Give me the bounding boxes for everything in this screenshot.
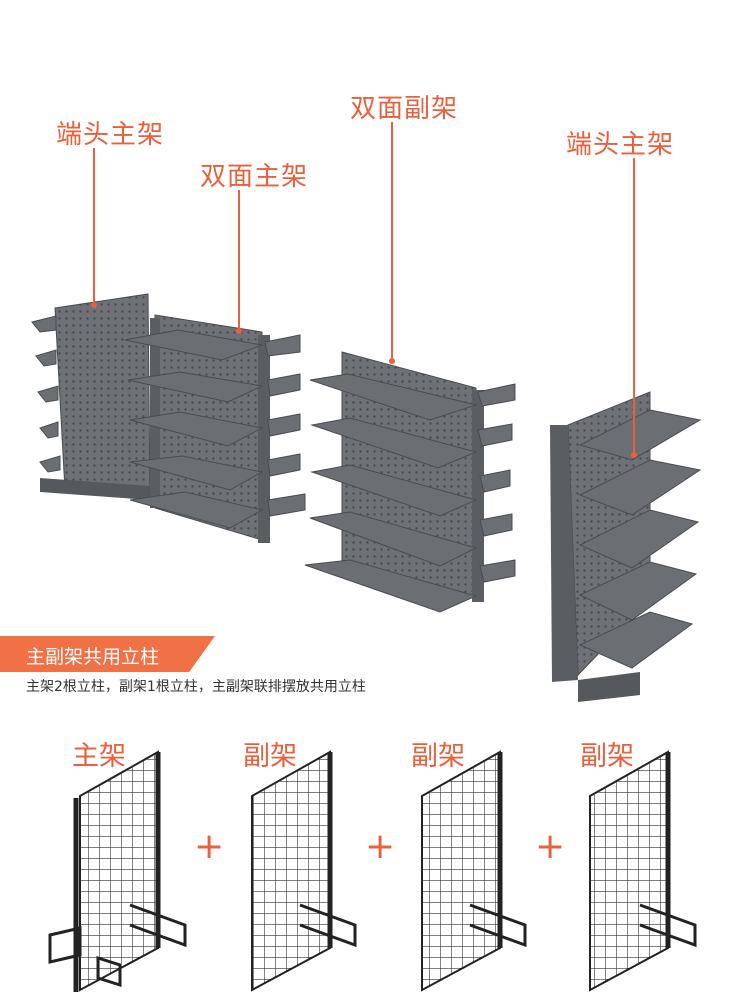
callout-end-main-right: 端头主架: [566, 130, 675, 160]
plus-sign-3: +: [535, 826, 566, 867]
label-sub-rack-3: 副架: [580, 741, 634, 772]
leader-double-main: [238, 190, 240, 332]
callout-double-main: 双面主架: [200, 162, 309, 192]
plus-sign-2: +: [365, 826, 396, 867]
label-sub-rack-2: 副架: [411, 741, 465, 772]
leader-dot-double-sub: [389, 358, 395, 364]
sub-rack-grid-2: [421, 750, 527, 992]
leader-dot-end-main-right: [631, 452, 637, 458]
leader-dot-end-main-left: [91, 302, 97, 308]
end-main-rack-right: [550, 391, 702, 702]
plus-sign-1: +: [194, 826, 225, 867]
end-main-rack-left: [31, 293, 151, 500]
banner-title: 主副架共用立柱: [26, 646, 160, 668]
double-sub-rack: [304, 351, 516, 613]
callout-double-sub: 双面副架: [350, 94, 459, 124]
banner-description: 主架2根立柱，副架1根立柱，主副架联排摆放共用立柱: [26, 679, 366, 695]
leader-end-main-right: [633, 158, 635, 456]
double-main-rack: [124, 314, 306, 543]
leader-dot-double-main: [236, 328, 242, 334]
sub-rack-grid-3: [589, 750, 697, 992]
leader-double-sub: [391, 122, 393, 360]
main-rack-grid: [48, 750, 187, 992]
callout-end-main-left: 端头主架: [56, 120, 165, 150]
leader-end-main-left: [93, 148, 95, 306]
label-sub-rack-1: 副架: [243, 741, 297, 772]
shared-post-banner: 主副架共用立柱: [0, 636, 215, 672]
sub-rack-grid-1: [251, 750, 357, 992]
label-main-rack: 主架: [72, 741, 126, 772]
